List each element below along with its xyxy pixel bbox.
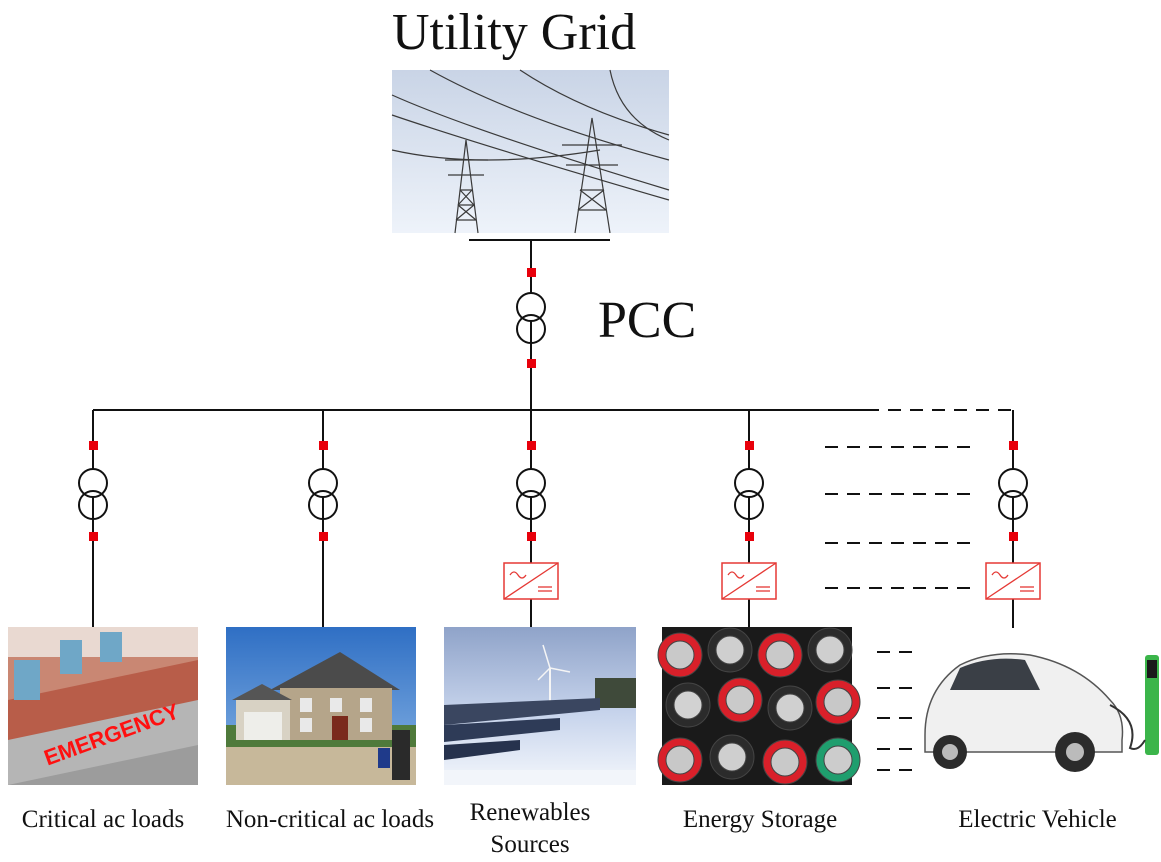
breaker-icon — [1009, 532, 1018, 541]
dashed-continuation — [825, 409, 1013, 771]
energy-storage-label: Energy Storage — [682, 806, 838, 833]
critical-loads-label: Critical ac loads — [21, 806, 185, 833]
utility-grid-picture — [391, 69, 670, 234]
noncritical-loads-label: Non-critical ac loads — [225, 806, 435, 833]
renewables-picture — [444, 627, 636, 785]
pcc-transformer — [516, 292, 546, 344]
diagram-title: Utility Grid — [392, 4, 637, 61]
renewables-label: Renewables Sources — [469, 799, 591, 858]
inverter-icon — [503, 562, 559, 600]
breaker-icon — [527, 268, 536, 277]
breaker-icon — [527, 359, 536, 368]
feeder-critical — [78, 441, 108, 541]
feeder-storage — [734, 441, 764, 541]
feeder-renewables — [516, 441, 546, 541]
transmission-tower-icon — [391, 69, 670, 234]
critical-loads-picture: EMERGENCY — [8, 627, 198, 785]
breaker-icon — [89, 532, 98, 541]
electric-vehicle-picture — [924, 653, 1159, 772]
breaker-icon — [745, 532, 754, 541]
breaker-icon — [527, 532, 536, 541]
pcc-label: PCC — [598, 292, 697, 349]
electric-vehicle-label: Electric Vehicle — [958, 806, 1117, 833]
energy-storage-picture — [657, 627, 861, 785]
feeder-ev — [998, 441, 1028, 541]
breaker-icon — [745, 441, 754, 450]
noncritical-loads-picture — [226, 627, 416, 785]
inverter-icon — [721, 562, 777, 600]
inverter-icon — [985, 562, 1041, 600]
breaker-icon — [319, 532, 328, 541]
feeder-noncritical — [308, 441, 338, 541]
breaker-icon — [89, 441, 98, 450]
breaker-icon — [319, 441, 328, 450]
breaker-icon — [527, 441, 536, 450]
breaker-icon — [1009, 441, 1018, 450]
